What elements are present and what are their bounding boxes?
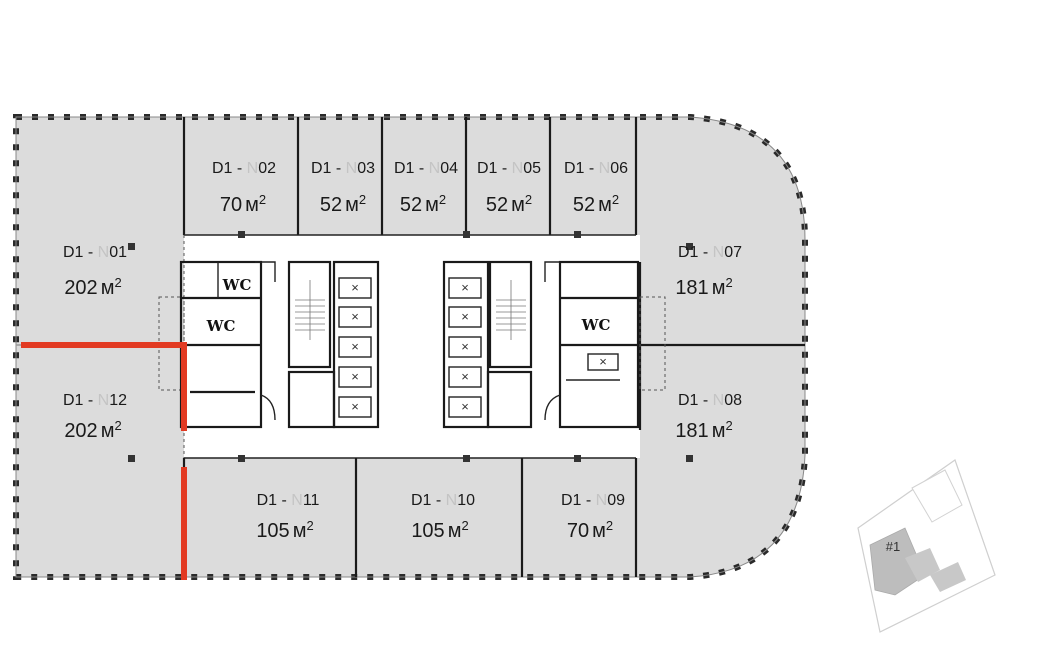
svg-text:×: ×: [351, 280, 359, 295]
unit-n07-area[interactable]: [636, 117, 805, 345]
core-right: × × × × × ×: [442, 260, 640, 429]
svg-text:×: ×: [351, 399, 359, 414]
unit-n07-code: D1 - N07: [678, 244, 742, 261]
shaft-right: [639, 296, 666, 391]
wc-left-top-label: WC: [222, 276, 252, 294]
svg-text:×: ×: [351, 309, 359, 324]
unit-n01-code: D1 - N01: [63, 244, 127, 261]
core-left: × × × × ×: [179, 260, 380, 429]
svg-text:×: ×: [351, 339, 359, 354]
unit-n02-area[interactable]: [184, 117, 298, 235]
svg-text:×: ×: [599, 354, 607, 369]
elevators-right: × × × × ×: [448, 277, 482, 418]
svg-text:×: ×: [351, 369, 359, 384]
svg-text:×: ×: [461, 280, 469, 295]
unit-n11-area[interactable]: [184, 458, 356, 577]
svg-text:×: ×: [461, 369, 469, 384]
unit-n09-area[interactable]: [522, 458, 636, 577]
svg-text:×: ×: [461, 339, 469, 354]
unit-n09-code: D1 - N09: [561, 492, 625, 509]
elevators-left: × × × × ×: [338, 277, 372, 418]
highlight-boundary: [21, 342, 187, 580]
unit-n04-area[interactable]: [382, 117, 466, 235]
unit-n12-code: D1 - N12: [63, 392, 127, 409]
shaft-left: [158, 296, 185, 391]
unit-n10-area[interactable]: [356, 458, 522, 577]
unit-n04-code: D1 - N04: [394, 160, 458, 177]
unit-n05-area[interactable]: [466, 117, 550, 235]
svg-text:×: ×: [461, 309, 469, 324]
svg-text:×: ×: [461, 399, 469, 414]
unit-n02-code: D1 - N02: [212, 160, 276, 177]
unit-areas: [16, 117, 805, 577]
building-perimeter: [13, 114, 808, 580]
unit-n05-code: D1 - N05: [477, 160, 541, 177]
unit-n08-area[interactable]: [636, 345, 805, 577]
unit-n11-code: D1 - N11: [257, 492, 320, 509]
unit-n03-area[interactable]: [298, 117, 382, 235]
unit-n12-area[interactable]: [16, 345, 184, 577]
unit-n03-code: D1 - N03: [311, 160, 375, 177]
site-building-label: #1: [886, 539, 900, 554]
unit-n06-area[interactable]: [550, 117, 636, 235]
wc-right-label: WC: [581, 316, 611, 334]
unit-n06-code: D1 - N06: [564, 160, 628, 177]
site-minimap: #1: [857, 459, 996, 633]
unit-n10-code: D1 - N10: [411, 492, 475, 509]
unit-n01-area[interactable]: [16, 117, 184, 345]
columns: [128, 231, 693, 462]
wc-left-main-label: WC: [206, 317, 236, 335]
unit-n08-code: D1 - N08: [678, 392, 742, 409]
